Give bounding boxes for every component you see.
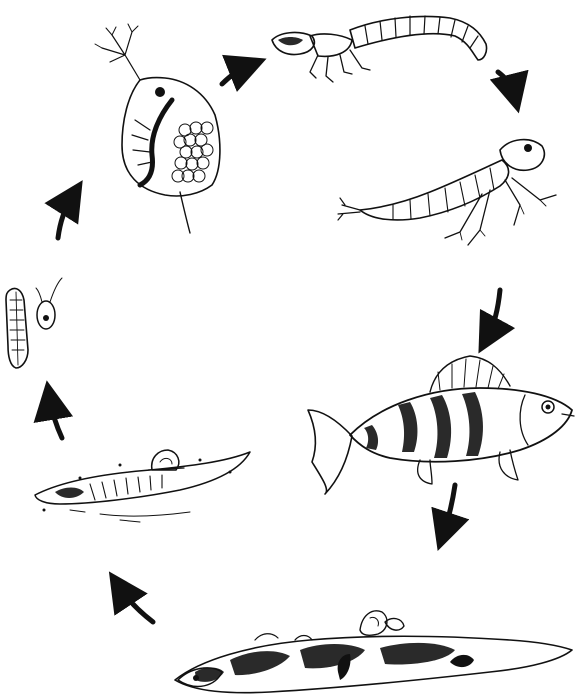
water-flea-icon [95, 24, 220, 233]
insect-larva-icon [272, 16, 487, 82]
arrow-algae-to-flea [58, 197, 72, 238]
arrow-dead-to-remains [120, 588, 153, 622]
cycle-arrows [50, 66, 514, 622]
arrow-larva-to-nymph [498, 72, 514, 94]
dead-fish-icon [175, 611, 572, 693]
perch-fish-icon [308, 356, 574, 494]
arrow-fish-to-dead [444, 485, 455, 532]
algae-icon [6, 278, 62, 368]
arrow-remains-to-algae [50, 400, 62, 438]
decomposed-remains-icon [35, 450, 250, 522]
arrow-flea-to-larva [222, 66, 248, 84]
dragonfly-nymph-icon [338, 140, 556, 245]
arrow-nymph-to-fish [488, 290, 500, 336]
